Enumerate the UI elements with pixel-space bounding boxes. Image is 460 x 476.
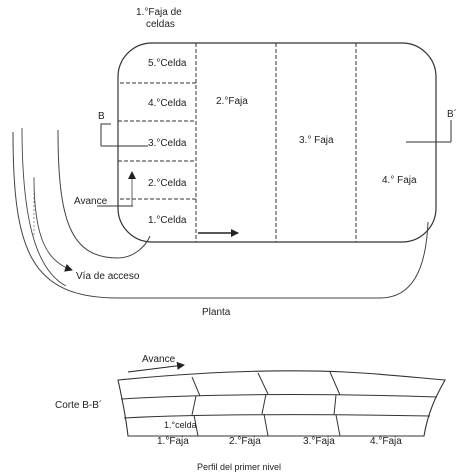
profile-layer-1: [120, 394, 438, 400]
profile-strip-label-2: 2.°Faja: [229, 436, 261, 447]
profile-cell-label: 1.°celda: [164, 420, 197, 430]
profile-divider-3c: [335, 414, 341, 437]
profile-advance-label: Avance: [142, 354, 176, 365]
access-road-label: Vía de acceso: [76, 271, 140, 282]
plan-view: [12, 42, 452, 299]
profile-divider-1b: [191, 395, 197, 416]
profile-divider-1a: [191, 376, 201, 397]
top-strip-label-line1: 1.°Faja de: [136, 7, 182, 18]
advance-label: Avance: [74, 196, 108, 207]
profile-caption: Perfil del primer nivel: [197, 462, 281, 472]
cell-label-2: 2.°Celda: [148, 178, 187, 189]
profile-divider-3b: [333, 394, 337, 416]
access-road-left-edge: [21, 127, 67, 287]
profile-layer-2: [123, 414, 431, 419]
cell-label-5: 5.°Celda: [148, 58, 187, 69]
strip-label-2: 2.°Faja: [216, 96, 248, 107]
profile-outline: [117, 370, 446, 437]
cell-label-4: 4.°Celda: [148, 98, 187, 109]
cell-label-1: 1.°Celda: [148, 215, 187, 226]
top-strip-label-line2: celdas: [146, 19, 175, 30]
access-road-inner: [57, 129, 151, 259]
cell-label-3: 3.°Celda: [148, 138, 187, 149]
section-label-b-prime: B´: [447, 108, 457, 120]
profile-divider-1c: [193, 414, 199, 437]
section-marker-left: [100, 123, 111, 146]
profile-divider-3a: [329, 371, 341, 396]
profile-divider-2a: [257, 372, 269, 395]
profile-divider-2b: [261, 393, 267, 415]
profile-strip-label-3: 3.°Faja: [303, 436, 335, 447]
section-label-b: B: [98, 111, 105, 122]
profile-section-label: Corte B-B´: [55, 399, 102, 411]
strip-label-3: 3.° Faja: [299, 135, 334, 146]
strip-label-4: 4.° Faja: [382, 175, 417, 186]
plan-caption: Planta: [202, 307, 231, 318]
profile-divider-2c: [263, 413, 269, 437]
profile-view: [117, 361, 446, 437]
access-road-mid: [33, 177, 73, 272]
profile-advance-arrow: [127, 361, 185, 373]
profile-strip-label-1: 1.°Faja: [157, 436, 189, 447]
profile-strip-label-4: 4.°Faja: [370, 436, 402, 447]
access-road-outer: [12, 131, 429, 299]
